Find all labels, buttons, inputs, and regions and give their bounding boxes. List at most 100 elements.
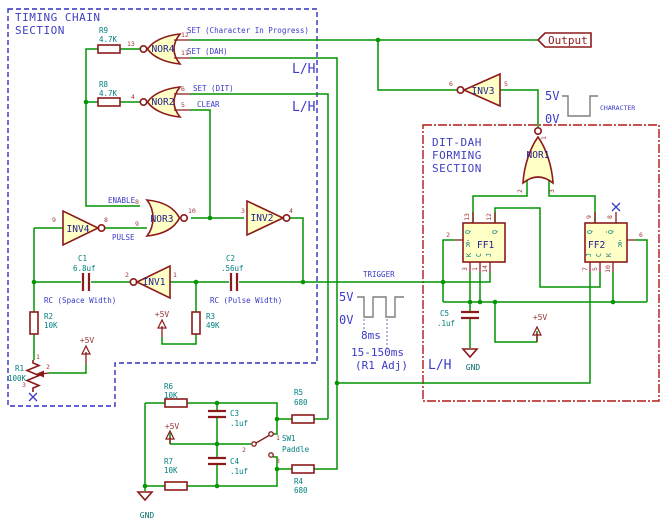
resistor-R9[interactable]: R9 4.7K xyxy=(97,26,121,54)
gate-nor2[interactable]: NOR2 4 6 5 xyxy=(131,85,190,118)
capacitor-C4[interactable]: C4 .1uf xyxy=(208,456,248,476)
gate-inv2[interactable]: INV2 3 4 xyxy=(241,199,293,237)
pin-inv4-9: 9 xyxy=(52,216,56,224)
ground-c5-label: GND xyxy=(466,363,481,372)
val-R1: 100K xyxy=(8,374,27,383)
power-5v-ditdah-label: +5V xyxy=(533,313,548,322)
ref-R3: R3 xyxy=(206,312,215,321)
ref-R8: R8 xyxy=(99,80,109,89)
gate-nor3[interactable]: NOR3 8 9 10 xyxy=(135,198,196,237)
pin-ff2-6: 6 xyxy=(639,231,643,239)
power-5v-r1[interactable]: +5V xyxy=(80,336,95,364)
pin-ff2-5: 5 xyxy=(591,267,599,271)
capacitor-C2[interactable]: C2 .56uf xyxy=(221,254,244,291)
ff2-qbar: Q̄ xyxy=(606,230,615,234)
ref-R1: R1 xyxy=(15,364,24,373)
gate-inv3-label: INV3 xyxy=(472,86,495,97)
val-R6: 10K xyxy=(164,391,178,400)
resistor-R8[interactable]: R8 4.7K xyxy=(97,80,121,107)
gate-nor3-label: NOR3 xyxy=(151,214,174,225)
ff2-rbar: R̄ xyxy=(618,240,623,249)
resistor-R3[interactable]: R3 49K xyxy=(191,311,220,335)
gate-nor4[interactable]: NOR4 13 12 11 xyxy=(127,31,190,65)
capacitor-C1[interactable]: C1 6.8uf xyxy=(73,254,96,291)
power-5v-paddle[interactable]: +5V xyxy=(165,422,180,444)
val-R3: 49K xyxy=(206,321,220,330)
pin-inv2-3: 3 xyxy=(241,207,245,215)
label-set-cip: SET (Character In Progress) xyxy=(187,26,309,35)
gate-inv3[interactable]: INV3 6 5 xyxy=(449,72,508,108)
pin-inv3-6: 6 xyxy=(449,80,453,88)
pin-inv1-1: 1 xyxy=(173,271,177,279)
label-lh-dit: L/H xyxy=(292,100,315,115)
label-enable: ENABLE xyxy=(108,196,136,205)
output-port-label: Output xyxy=(548,34,588,47)
label-lh-ditdah: L/H xyxy=(428,358,451,373)
gate-inv1[interactable]: INV1 2 1 xyxy=(125,264,177,300)
trigger-wave-low: 0V xyxy=(339,313,353,327)
pin-ff2-7: 7 xyxy=(581,267,589,271)
power-5v-paddle-label: +5V xyxy=(165,422,180,431)
pin-ff1-14: 14 xyxy=(481,265,489,273)
pin-r1-1: 1 xyxy=(36,353,40,361)
val-C3: .1uf xyxy=(230,419,248,428)
pin-sw1-1: 1 xyxy=(276,434,280,442)
resistor-R7[interactable]: R7 10K xyxy=(164,457,188,491)
ref-C4: C4 xyxy=(230,457,240,466)
val-R8: 4.7K xyxy=(99,89,118,98)
pin-nor3-10: 10 xyxy=(188,207,196,215)
character-waveform: 5V 0V CHARACTER xyxy=(545,89,635,126)
ff1-c: C xyxy=(475,253,483,257)
ditdah-section-title-line1: DIT-DAH xyxy=(432,136,482,149)
resistor-R2[interactable]: R2 10K xyxy=(29,311,58,335)
resistor-R4[interactable]: R4 680 xyxy=(291,464,315,495)
ref-C5: C5 xyxy=(440,309,449,318)
flipflop-ff2[interactable]: FF2 R̄ Q Q̄ J C K 9 8 6 7 5 10 xyxy=(581,202,643,273)
pin-inv3-5: 5 xyxy=(504,80,508,88)
ground-c5[interactable]: GND xyxy=(461,348,481,372)
timing-chain-border xyxy=(7,8,318,407)
ref-C2: C2 xyxy=(226,254,235,263)
val-C2: .56uf xyxy=(221,264,244,273)
pin-nor2-5: 5 xyxy=(181,101,185,109)
potentiometer-R1[interactable]: R1 100K 1 2 3 xyxy=(8,353,50,402)
pin-inv2-4: 4 xyxy=(289,207,293,215)
pin-nor1-2: 2 xyxy=(516,189,524,193)
ff2-c: C xyxy=(595,253,603,257)
ff2-q: Q xyxy=(586,230,594,234)
trigger-wave-note: (R1 Adj) xyxy=(355,359,408,372)
capacitor-C5[interactable]: C5 .1uf xyxy=(437,309,479,328)
pin-sw1-3: 3 xyxy=(276,457,280,465)
output-port[interactable]: Output xyxy=(536,32,592,48)
label-lh-dah: L/H xyxy=(292,62,315,77)
timing-section-title-line1: TIMING CHAIN xyxy=(15,11,100,24)
val-R2: 10K xyxy=(44,321,58,330)
label-pulse: PULSE xyxy=(112,233,135,242)
resistor-R6[interactable]: R6 10K xyxy=(164,382,188,408)
gate-inv4[interactable]: INV4 9 8 xyxy=(52,209,108,247)
val-C5: .1uf xyxy=(437,319,455,328)
val-SW1: Paddle xyxy=(282,445,310,454)
power-5v-ditdah[interactable]: +5V xyxy=(532,313,548,342)
ff2-j: J xyxy=(585,253,593,257)
gate-nor1[interactable]: NOR1 1 2 3 xyxy=(516,127,556,193)
flipflop-ff1[interactable]: FF1 R̄ Q̄ Q K C J 13 12 2 3 1 14 xyxy=(446,212,506,273)
pin-sw1-2: 2 xyxy=(242,446,246,454)
ground-paddle[interactable]: GND xyxy=(136,491,154,520)
label-rc-space: RC (Space Width) xyxy=(44,296,116,305)
switch-SW1[interactable]: SW1 Paddle 1 2 3 xyxy=(242,431,310,465)
gate-nor4-label: NOR4 xyxy=(152,44,175,55)
label-set-dah: SET (DAH) xyxy=(187,47,228,56)
capacitor-C3[interactable]: C3 .1uf xyxy=(208,409,248,428)
pin-nor3-9: 9 xyxy=(135,220,139,228)
char-wave-high: 5V xyxy=(545,89,559,103)
wires xyxy=(33,39,648,491)
resistor-R5[interactable]: R5 680 xyxy=(291,388,315,424)
power-5v-r3[interactable]: +5V xyxy=(155,310,170,337)
trigger-wave-range: 15-150ms xyxy=(351,346,404,359)
pin-ff2-10: 10 xyxy=(604,265,612,273)
trigger-wave-8ms: 8ms xyxy=(361,329,381,342)
pin-ff1-13: 13 xyxy=(463,213,471,221)
